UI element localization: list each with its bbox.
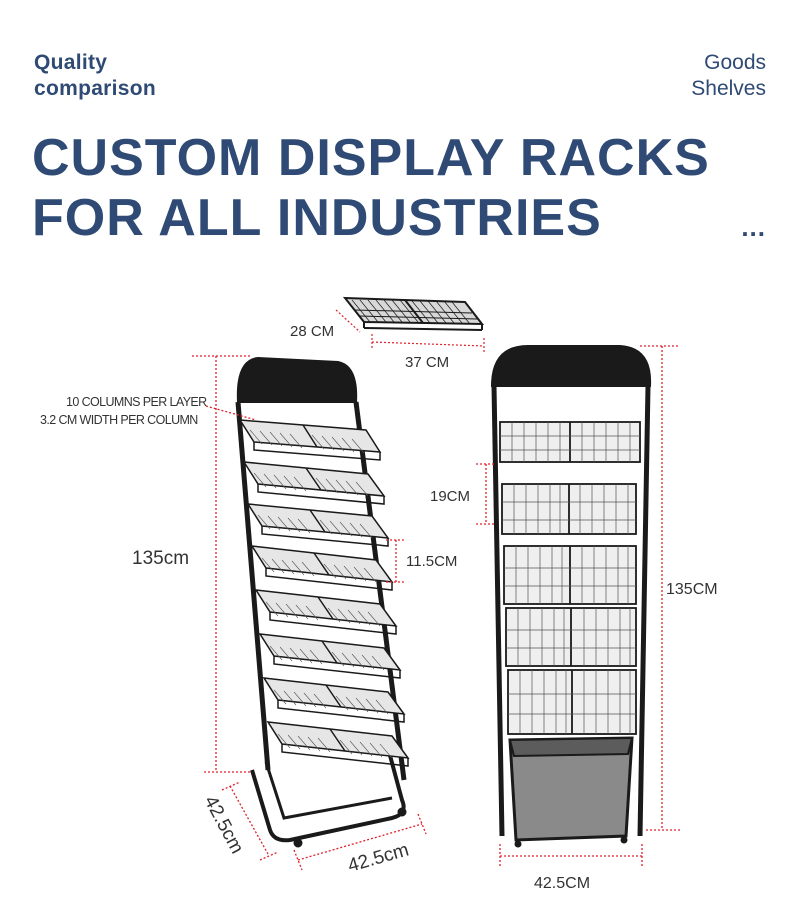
ellipsis-icon: ... [741, 212, 766, 242]
title-line-1: CUSTOM DISPLAY RACKS [32, 129, 710, 187]
right-layer-gap-label: 19CM [430, 488, 470, 505]
left-rack-dimension-lines [192, 355, 427, 871]
page-title: CUSTOM DISPLAY RACKS FOR ALL INDUSTRIES [32, 128, 710, 248]
tag-line-2: comparison [34, 77, 157, 100]
right-height-label: 135CM [666, 581, 718, 598]
base-width-label: 42.5cm [346, 839, 412, 876]
left-layer-gap-label: 11.5CM [406, 553, 457, 570]
basket-depth-label: 28 CM [290, 323, 334, 340]
right-width-label: 42.5CM [534, 875, 590, 892]
base-depth-label: 42.5cm [200, 792, 248, 857]
tag-line-2: Shelves [691, 77, 766, 100]
goods-shelves-tag: Goods Shelves [691, 50, 766, 102]
left-height-label: 135cm [132, 548, 189, 569]
left-rack-image [235, 356, 410, 848]
columns-per-layer-label: 10 COLUMNS PER LAYER [66, 395, 207, 409]
basket-dimension-lines [335, 309, 485, 354]
right-rack-image [490, 345, 652, 848]
single-basket-image [342, 296, 485, 331]
tag-line-1: Goods [704, 51, 766, 74]
basket-width-label: 37 CM [405, 354, 449, 371]
right-rack-dimension-lines [476, 345, 680, 868]
tag-line-1: Quality [34, 51, 108, 74]
title-line-2: FOR ALL INDUSTRIES [32, 189, 602, 247]
display-rack-illustration: 28 CM 37 CM [40, 296, 718, 892]
column-width-label: 3.2 CM WIDTH PER COLUMN [40, 413, 198, 427]
quality-comparison-tag: Quality comparison [34, 50, 156, 102]
